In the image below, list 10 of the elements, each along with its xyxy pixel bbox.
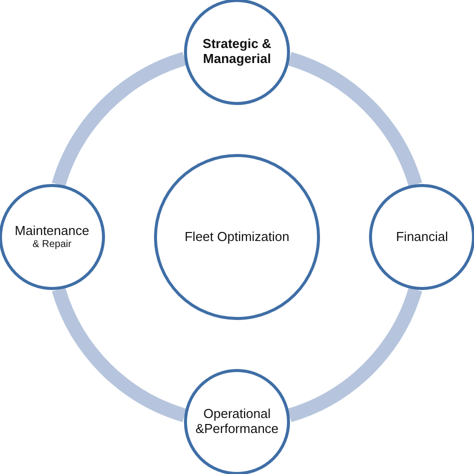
ring-segment <box>52 52 187 187</box>
node-label: Maintenance <box>14 224 90 239</box>
ring-segment <box>52 287 187 422</box>
ring-segment <box>287 52 422 187</box>
node-label: Strategic & Managerial <box>202 37 272 67</box>
node-label: Operational &Performance <box>194 407 280 437</box>
node-label: & Repair <box>32 238 72 250</box>
node-label: Fleet Optimization <box>184 230 290 244</box>
node-label: Financial <box>396 230 448 244</box>
ring-segment <box>287 287 422 422</box>
